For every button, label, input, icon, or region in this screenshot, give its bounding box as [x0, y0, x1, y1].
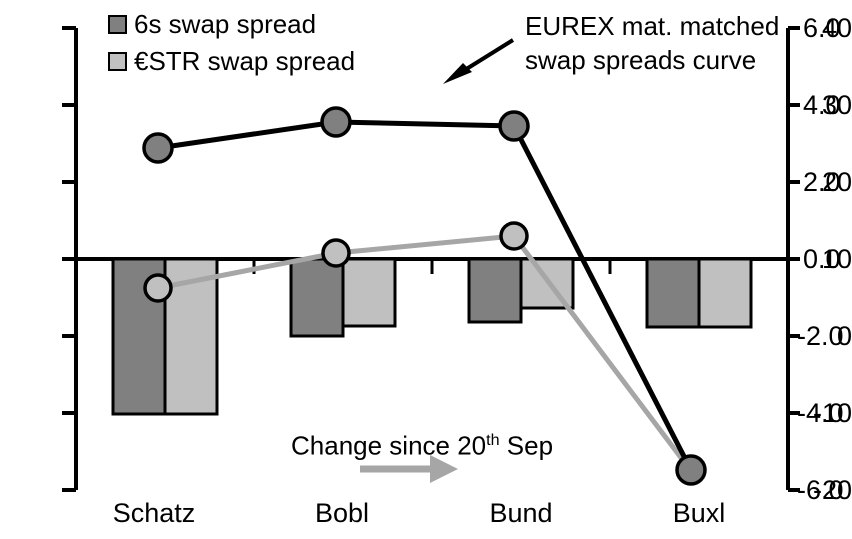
category-label-buxl: Buxl — [672, 498, 726, 528]
line-change-since-sep — [157, 233, 693, 473]
change-direction-arrow-icon — [360, 455, 458, 483]
right-axis-tick-label: 2.0 — [803, 167, 841, 197]
left-axis-tick-label: 0 — [836, 321, 852, 351]
left-axis-tick-label: 20 — [821, 167, 852, 197]
legend-swatch-light — [108, 51, 127, 71]
right-axis-tick-label: 0.0 — [803, 244, 841, 274]
marker-change-bund[interactable] — [499, 221, 529, 251]
right-axis-tick-label: 4.0 — [803, 90, 841, 120]
legend-label: 6s swap spread — [134, 9, 317, 39]
right-axis-tick-label: -2.0 — [797, 321, 844, 351]
category-label-bund: Bund — [489, 498, 553, 528]
curve-annotation-line2: swap spreads curve — [525, 45, 757, 75]
bar-estr-bobl[interactable] — [341, 257, 397, 328]
left-axis-tick-label: -10 — [812, 398, 852, 428]
marker-eurex-bund[interactable] — [498, 110, 530, 142]
bar-6s-buxl[interactable] — [645, 257, 701, 329]
legend-item-estr-swap-spread[interactable]: €STR swap spread — [108, 48, 355, 74]
left-axis-tick-label: 30 — [821, 90, 852, 120]
marker-eurex-buxl[interactable] — [675, 454, 707, 486]
left-axis — [62, 26, 78, 492]
change-note-text: Change since 20 — [291, 430, 487, 461]
marker-change-bobl[interactable] — [321, 238, 351, 268]
left-axis-tick-label: 10 — [821, 244, 852, 274]
bar-6s-bobl[interactable] — [289, 257, 345, 338]
left-axis-tick-label: -20 — [812, 475, 852, 505]
bar-6s-bund[interactable] — [467, 257, 523, 324]
legend-item-6s-swap-spread[interactable]: 6s swap spread — [108, 11, 316, 37]
change-note-suffix: Sep — [499, 430, 554, 461]
right-axis-tick-label: -6.0 — [797, 475, 844, 505]
right-axis-tick-label: -4.0 — [797, 398, 844, 428]
category-label-bobl: Bobl — [314, 498, 370, 528]
legend-label: €STR swap spread — [134, 46, 356, 76]
marker-eurex-schatz[interactable] — [142, 132, 174, 164]
change-note-ordinal: th — [486, 431, 500, 449]
bar-estr-buxl[interactable] — [697, 257, 753, 329]
category-label-schatz: Schatz — [112, 498, 196, 528]
annotation-arrow-icon — [443, 38, 515, 84]
left-axis-tick-label: 40 — [821, 13, 852, 43]
legend-swatch-dark — [108, 14, 127, 34]
change-since-note: Change since 20th Sep — [291, 432, 553, 459]
curve-annotation-line1: EUREX mat. matched — [525, 11, 780, 41]
right-axis-tick-label: 6.0 — [803, 13, 841, 43]
line-eurex-swap-spreads — [157, 119, 694, 472]
marker-change-schatz[interactable] — [143, 273, 173, 303]
right-axis — [786, 26, 800, 492]
marker-eurex-bobl[interactable] — [320, 106, 352, 138]
